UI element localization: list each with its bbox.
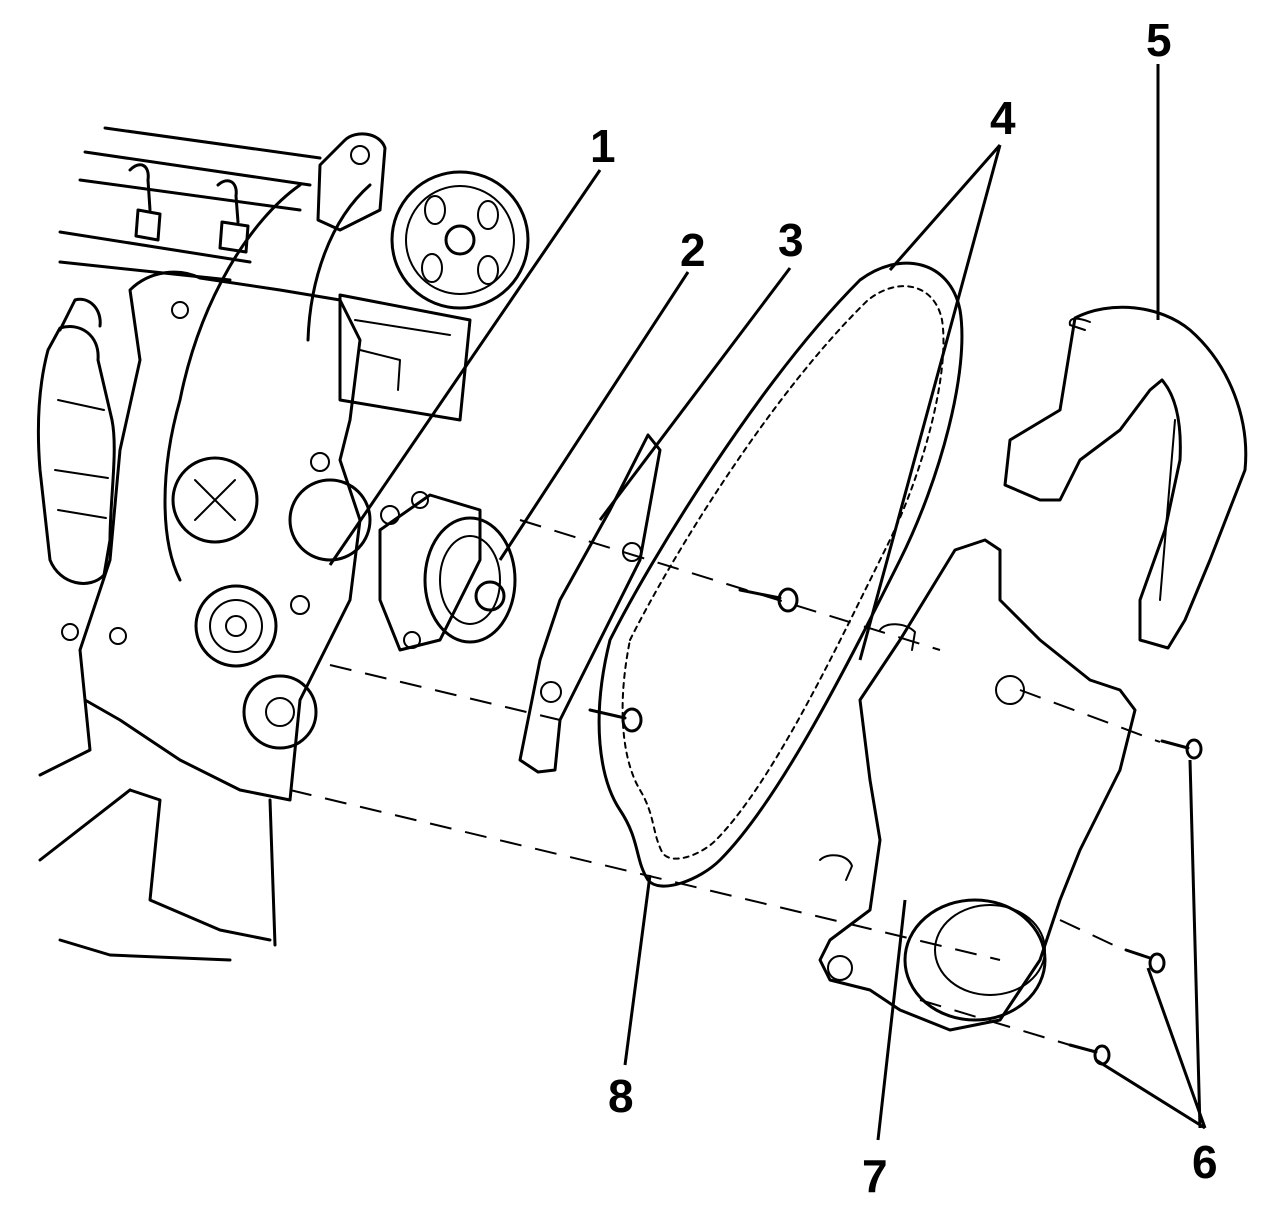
rear-belt-guard: [518, 433, 662, 774]
callout-7: 7: [862, 1150, 888, 1202]
callout-labels: 1 2 3 4 5 6 7 8: [590, 14, 1218, 1202]
bolts: [588, 587, 1203, 1066]
callout-4: 4: [990, 92, 1016, 144]
alignment-lines: [289, 519, 1161, 1046]
water-pump: [378, 491, 517, 652]
lower-timing-cover: [818, 538, 1137, 1032]
callout-3: 3: [778, 214, 804, 266]
callout-2: 2: [680, 224, 706, 276]
callout-8: 8: [608, 1070, 634, 1122]
engine-block: [36, 126, 530, 962]
callout-5: 5: [1146, 14, 1172, 66]
callout-1: 1: [590, 120, 616, 172]
leader-lines: [328, 64, 1207, 1141]
timing-belt: [597, 261, 964, 888]
callout-6: 6: [1192, 1136, 1218, 1188]
upper-timing-cover: [1003, 305, 1248, 650]
